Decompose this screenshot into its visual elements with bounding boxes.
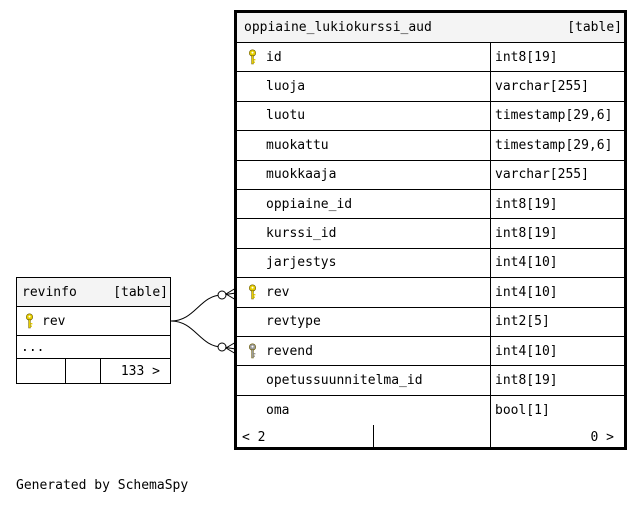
key-icon [246,43,258,71]
key-icon [246,72,258,100]
main-column-row[interactable]: id int8[19] [237,43,624,73]
column-type: int8[19] [495,226,558,242]
column-name: luoja [266,79,306,95]
main-column-row[interactable]: opetussuunnitelma_id int8[19] [237,366,624,396]
key-icon [246,161,258,189]
key-icon [246,308,258,336]
column-divider [490,43,491,72]
main-column-row[interactable]: revend int4[10] [237,336,624,367]
column-divider [490,248,491,278]
column-name: revtype [266,314,321,330]
key-icon [25,313,34,329]
relationship-line-revend [170,320,237,350]
column-type: int4[10] [495,343,558,359]
column-name: oma [266,402,290,418]
column-type: int2[5] [495,314,550,330]
column-type: int4[10] [495,284,558,300]
revinfo-footer: 133 > [17,359,170,383]
column-type: varchar[255] [495,79,589,95]
key-icon [248,284,256,300]
key-icon [246,131,258,159]
main-column-row[interactable]: revtype int2[5] [237,307,624,337]
main-column-row[interactable]: muokkaaja varchar[255] [237,160,624,190]
main-table-type: [table] [567,20,622,35]
column-divider [490,219,491,248]
column-type: int8[19] [495,196,558,212]
column-type: varchar[255] [495,167,589,183]
revinfo-header[interactable]: revinfo [table] [17,278,170,307]
revinfo-column-rev[interactable]: rev [17,307,170,336]
revinfo-table-name: revinfo [22,284,77,300]
main-column-row[interactable]: luoja varchar[255] [237,72,624,102]
main-column-row[interactable]: kurssi_id int8[19] [237,219,624,249]
main-column-row[interactable]: oppiaine_id int8[19] [237,189,624,220]
key-icon [246,102,258,130]
key-icon [246,337,258,365]
relationship-end-circle-rev [217,290,227,300]
main-column-row[interactable]: muokattu timestamp[29,6] [237,131,624,161]
main-table-header[interactable]: oppiaine_lukiokurssi_aud [table] [237,13,624,43]
revinfo-table[interactable]: revinfo [table] rev ... 133 > [16,277,171,384]
revinfo-table-type: [table] [113,284,168,300]
column-name: jarjestys [266,255,337,271]
column-type: int8[19] [495,49,558,65]
column-type: timestamp[29,6] [495,137,613,153]
revinfo-more-label: ... [21,339,45,355]
key-icon [246,366,258,394]
column-divider [490,366,491,395]
main-column-row[interactable]: luotu timestamp[29,6] [237,101,624,132]
relationship-crow-revend [225,341,237,355]
column-divider [490,336,491,366]
column-name: kurssi_id [266,226,337,242]
column-divider [490,72,491,101]
column-type: int8[19] [495,372,558,388]
column-name: opetussuunnitelma_id [266,372,423,388]
revinfo-footer-divider [65,359,66,383]
relationship-line-rev [170,292,237,322]
main-children-link[interactable]: 0 > [590,430,614,446]
column-name: oppiaine_id [266,196,353,212]
main-column-row[interactable]: jarjestys int4[10] [237,248,624,279]
revinfo-column-name: rev [42,313,66,329]
column-name: id [266,49,282,65]
key-icon [25,307,34,335]
column-divider [490,307,491,336]
main-footer-divider [373,425,374,451]
main-table-name: oppiaine_lukiokurssi_aud [244,20,432,35]
main-column-row[interactable]: rev int4[10] [237,278,624,308]
key-icon [246,219,258,247]
key-icon [248,343,256,359]
column-name: luotu [266,108,306,124]
main-parents-link[interactable]: < 2 [242,430,266,446]
key-icon [246,278,258,306]
column-divider [490,101,491,131]
key-icon [246,396,258,425]
column-type: bool[1] [495,402,550,418]
column-name: revend [266,343,313,359]
revinfo-children-link[interactable]: 133 > [120,363,160,379]
relationship-end-circle-revend [217,342,227,352]
revinfo-footer-divider [100,359,101,383]
column-divider [490,131,491,160]
relationship-crow-rev [225,287,237,301]
column-name: muokattu [266,137,329,153]
column-divider [490,278,491,307]
main-table-footer: < 2 0 > [237,425,624,451]
key-icon [248,49,256,65]
key-icon [246,249,258,277]
oppiaine-lukiokurssi-aud-table[interactable]: oppiaine_lukiokurssi_aud [table] id int8[… [234,10,627,451]
column-divider [490,189,491,219]
revinfo-more-columns: ... [17,336,170,359]
column-name: muokkaaja [266,167,337,183]
column-type: int4[10] [495,255,558,271]
column-divider [490,395,491,426]
column-type: timestamp[29,6] [495,108,613,124]
column-name: rev [266,284,290,300]
main-column-row[interactable]: oma bool[1] [237,395,624,426]
generated-by-label: Generated by SchemaSpy [16,478,189,493]
key-icon [246,190,258,218]
column-divider [490,160,491,189]
main-footer-divider [490,425,491,451]
